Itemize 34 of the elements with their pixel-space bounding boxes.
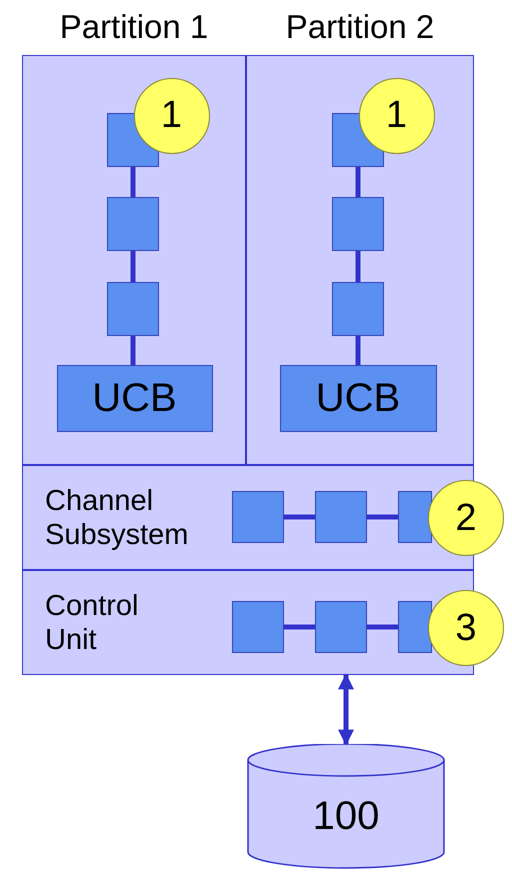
device-number: 100 bbox=[312, 794, 380, 839]
connector-line bbox=[130, 336, 136, 365]
partition-heading: Partition 1 bbox=[58, 8, 210, 46]
band-label: Channel Subsystem bbox=[45, 484, 190, 552]
connector-line bbox=[130, 167, 136, 197]
double-arrow bbox=[338, 673, 354, 746]
callout-number: 3 bbox=[428, 590, 504, 666]
queue-block bbox=[106, 196, 158, 250]
connector-line bbox=[284, 514, 315, 520]
queue-block bbox=[332, 282, 384, 336]
ucb-block: UCB bbox=[56, 364, 212, 432]
callout-number: 1 bbox=[134, 78, 210, 154]
queue-block bbox=[332, 196, 384, 250]
connector-line bbox=[284, 624, 315, 630]
subsystem-band bbox=[22, 465, 474, 570]
connector-line bbox=[356, 336, 360, 365]
callout-number: 2 bbox=[428, 480, 504, 556]
connector-line bbox=[130, 251, 136, 282]
connector-line bbox=[367, 514, 398, 520]
queue-block bbox=[232, 490, 284, 542]
connector-line bbox=[356, 251, 360, 282]
subsystem-band bbox=[22, 570, 474, 675]
connector-line bbox=[367, 624, 398, 630]
queue-block bbox=[398, 600, 432, 652]
queue-block bbox=[314, 490, 366, 542]
ucb-block: UCB bbox=[280, 364, 436, 432]
callout-number: 1 bbox=[358, 78, 434, 154]
partition-heading: Partition 2 bbox=[284, 8, 436, 46]
connector-line bbox=[356, 167, 360, 197]
queue-block bbox=[106, 282, 158, 336]
queue-block bbox=[314, 600, 366, 652]
queue-block bbox=[398, 490, 432, 542]
band-label: Control Unit bbox=[45, 589, 140, 657]
queue-block bbox=[232, 600, 284, 652]
